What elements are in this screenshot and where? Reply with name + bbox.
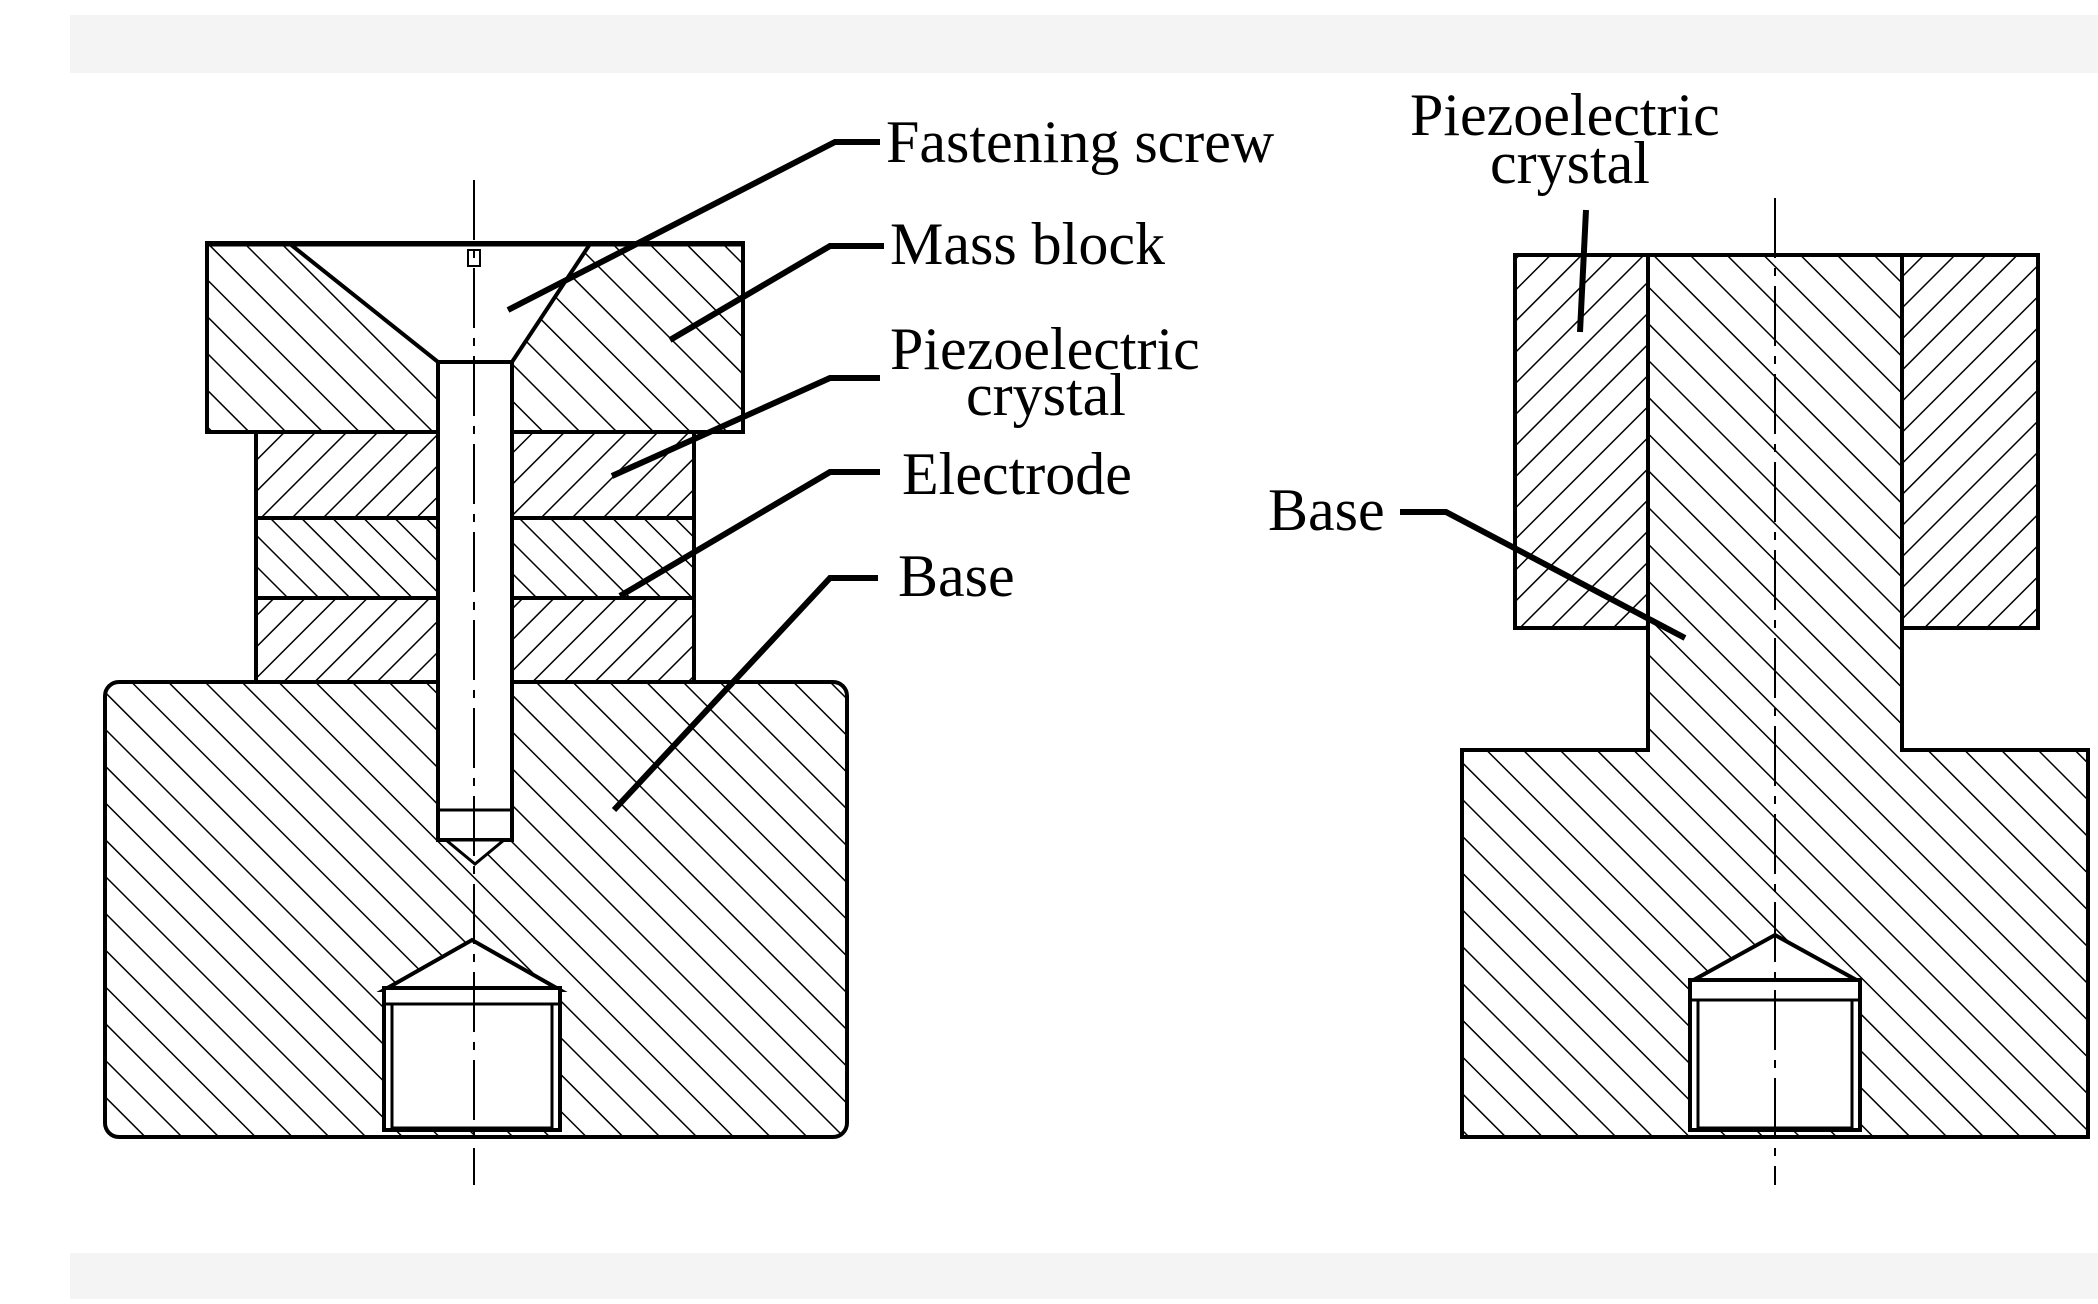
leader-electrode: [618, 469, 880, 599]
leader-fastening-screw: [506, 139, 880, 313]
right-leaders: [1400, 209, 1687, 641]
left-connector-cavity: [382, 986, 562, 1132]
top-band: [70, 15, 2098, 73]
label-right-base: Base: [1268, 477, 1385, 543]
label-piezo-line2: crystal: [966, 362, 1126, 428]
label-electrode: Electrode: [902, 441, 1132, 507]
leader-mass-block: [668, 243, 884, 343]
label-right-piezo-line1: Piezoelectric: [1410, 82, 1720, 148]
label-mass-block: Mass block: [890, 211, 1165, 277]
leader-base: [611, 575, 878, 813]
bottom-band: [70, 1253, 2098, 1299]
right-piezo-right: [1900, 253, 2040, 630]
left-sensor-assembly: [103, 241, 849, 1139]
leader-right-base: [1400, 509, 1687, 641]
leader-piezo: [610, 375, 880, 479]
leader-right-piezo: [1577, 209, 1589, 333]
label-base: Base: [898, 543, 1015, 609]
label-piezo-line1: Piezoelectric: [890, 316, 1200, 382]
label-fastening-screw: Fastening screw: [886, 109, 1275, 175]
left-leaders: [506, 139, 884, 813]
label-right-piezo-line2: crystal: [1490, 130, 1650, 196]
